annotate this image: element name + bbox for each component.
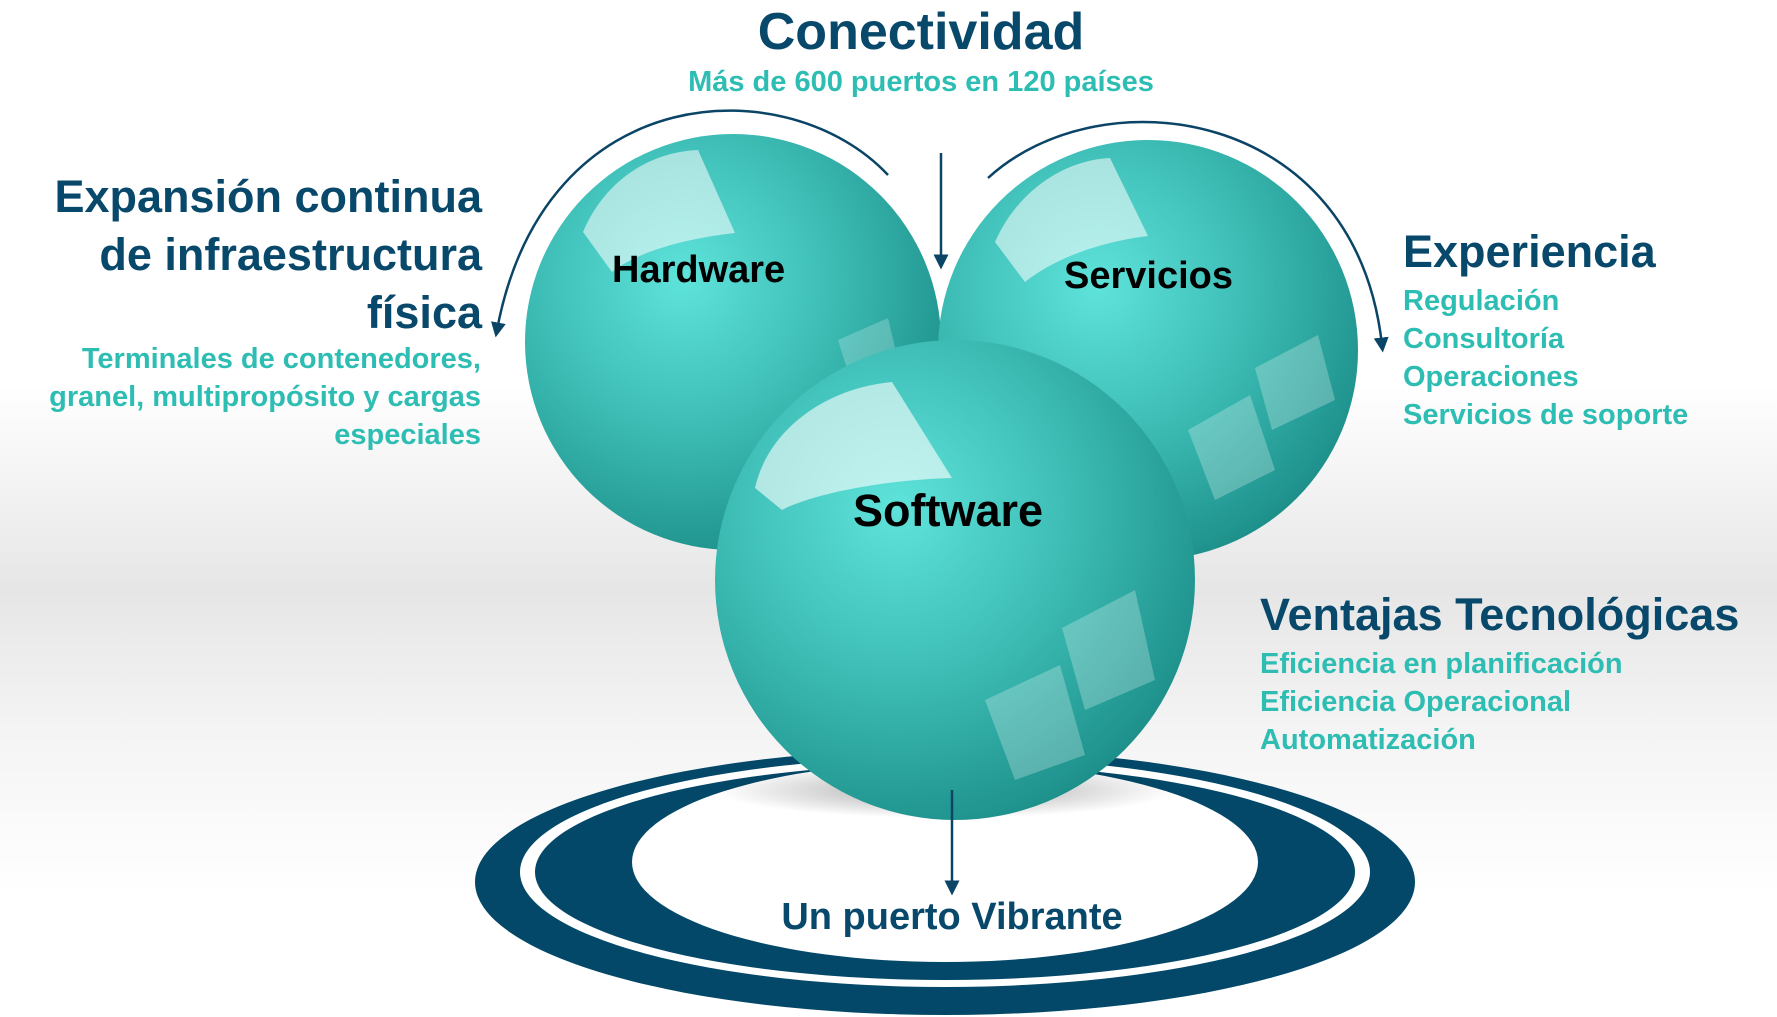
sphere-hardware-highlight <box>583 150 735 272</box>
sphere-software <box>715 340 1195 820</box>
ring-center <box>632 762 1258 962</box>
result-label: Un puerto Vibrante <box>781 896 1123 938</box>
servicios-label: Servicios <box>1064 255 1233 297</box>
experiencia-item: Servicios de soporte <box>1403 399 1689 431</box>
ring-group <box>475 749 1415 1015</box>
ventajas-title: Ventajas Tecnológicas <box>1260 589 1740 640</box>
conectividad-subtitle: Más de 600 puertos en 120 países <box>688 66 1154 98</box>
ventajas-item: Eficiencia en planificación <box>1260 648 1623 680</box>
expansion-subtitle: Terminales de contenedores, granel, mult… <box>49 343 481 451</box>
experiencia-item: Regulación <box>1403 285 1560 317</box>
sphere-servicios-highlight <box>995 158 1148 282</box>
ventajas-list: Eficiencia en planificación Eficiencia O… <box>1260 645 1623 759</box>
experiencia-item: Operaciones <box>1403 361 1579 393</box>
experiencia-title: Experiencia <box>1403 226 1656 277</box>
expansion-title: Expansión continua de infraestructura fí… <box>54 171 482 338</box>
sphere-software-reflection <box>985 590 1155 780</box>
software-label: Software <box>853 485 1044 536</box>
experiencia-list: Regulación Consultoría Operaciones Servi… <box>1403 282 1688 434</box>
sphere-servicios-reflection <box>1188 335 1335 500</box>
ventajas-item: Automatización <box>1260 724 1476 756</box>
arrow-right-curve <box>987 120 1389 353</box>
ventajas-item: Eficiencia Operacional <box>1260 686 1572 718</box>
hardware-label: Hardware <box>612 249 786 291</box>
experiencia-item: Consultoría <box>1403 323 1565 355</box>
arrow-left-curve <box>491 109 889 338</box>
sphere-software-highlight <box>755 382 952 510</box>
conectividad-title: Conectividad <box>757 3 1085 61</box>
